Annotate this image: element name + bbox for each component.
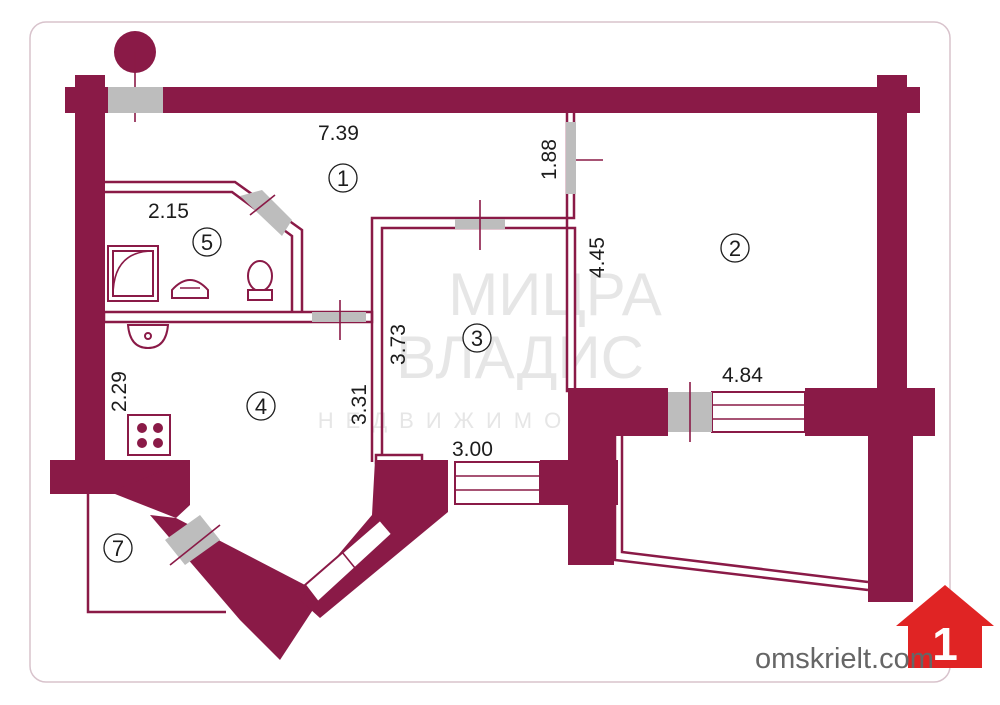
svg-text:3: 3 [471,326,483,351]
svg-text:1: 1 [337,166,349,191]
svg-text:2: 2 [729,236,741,261]
room-label-7: 7 [103,533,133,563]
svg-text:7: 7 [112,536,124,561]
plan-frame [29,21,951,683]
door-ticks [169,159,691,566]
site-logo-icon: 1 [896,585,994,670]
windows [303,391,806,604]
toilet-fixture [247,260,273,301]
room-label-2: 2 [720,233,750,263]
balcony-7-railing [86,492,226,614]
stove-fixture [127,414,171,456]
dim-room2-bottom: 4.84 [722,364,763,387]
dim-room3-right: 3.73 [387,324,410,365]
kitchen-sink-fixture [126,324,170,350]
svg-text:4: 4 [255,394,267,419]
dim-room3-left: 3.31 [348,384,371,425]
balcony-right-railing [613,420,869,592]
watermark-line1: МИЦРА [448,261,662,328]
room-label-4: 4 [246,391,276,421]
watermark-line2: ВЛАДИС [396,324,644,391]
room-label-3: 3 [462,323,492,353]
dim-partition-height: 1.88 [538,139,561,180]
room-label-5: 5 [192,227,222,257]
shower-fixture [107,245,159,302]
dim-top-width: 7.39 [318,122,359,145]
dim-kitchen-left: 2.29 [108,371,131,412]
room3-right-wall [565,226,577,393]
dim-bathroom-width: 2.15 [148,200,189,223]
svg-text:1: 1 [932,618,958,670]
room-label-1: 1 [328,163,358,193]
site-url: omskrielt.com [755,643,934,675]
dim-room2-wall: 4.45 [586,237,609,278]
dim-room3-bottom: 3.00 [452,438,493,461]
svg-text:5: 5 [201,230,213,255]
sink-fixture [171,279,209,299]
